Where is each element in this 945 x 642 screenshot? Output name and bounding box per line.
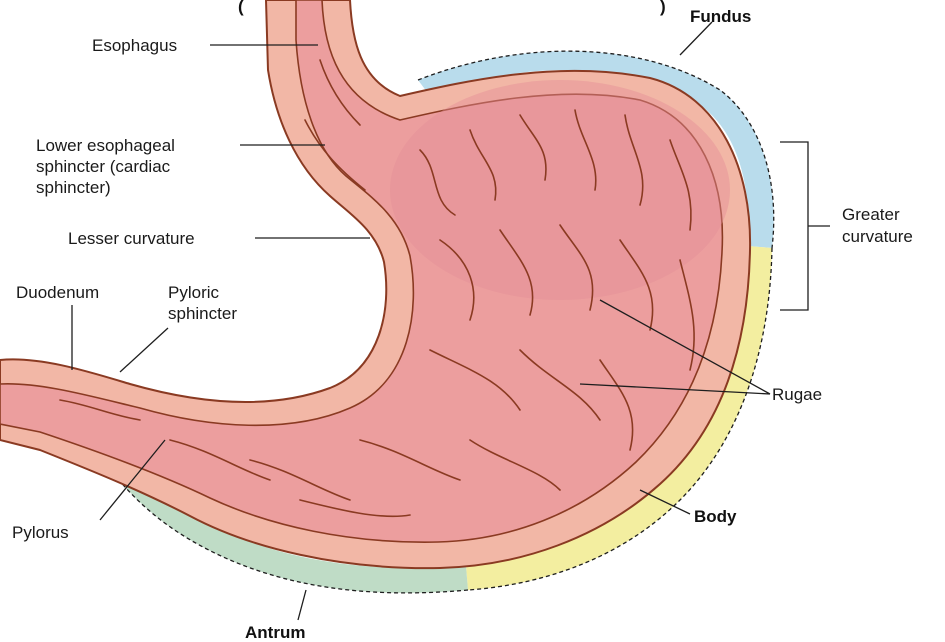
fundus-leader — [680, 22, 712, 55]
label-fundus: Fundus — [690, 7, 751, 26]
label-pylorus: Pylorus — [12, 523, 69, 542]
antrum-leader — [298, 590, 306, 620]
title-fragment-close: ) — [660, 0, 666, 16]
label-greater-line1: Greater — [842, 205, 900, 224]
label-greater-line2: curvature — [842, 227, 913, 246]
title-fragment-open: ( — [238, 0, 244, 16]
label-les-line2: sphincter (cardiac — [36, 157, 171, 176]
label-body: Body — [694, 507, 737, 526]
label-antrum: Antrum — [245, 623, 305, 642]
label-rugae: Rugae — [772, 385, 822, 404]
label-esophagus: Esophagus — [92, 36, 177, 55]
label-pyloric-line2: sphincter — [168, 304, 237, 323]
pyloric-sphincter-leader — [120, 328, 168, 372]
label-duodenum: Duodenum — [16, 283, 99, 302]
fundus-shading — [390, 80, 730, 300]
label-lesser-curvature: Lesser curvature — [68, 229, 195, 248]
label-pyloric-line1: Pyloric — [168, 283, 220, 302]
label-les-line3: sphincter) — [36, 178, 111, 197]
greater-curvature-bracket — [780, 142, 830, 310]
label-les-line1: Lower esophageal — [36, 136, 175, 155]
